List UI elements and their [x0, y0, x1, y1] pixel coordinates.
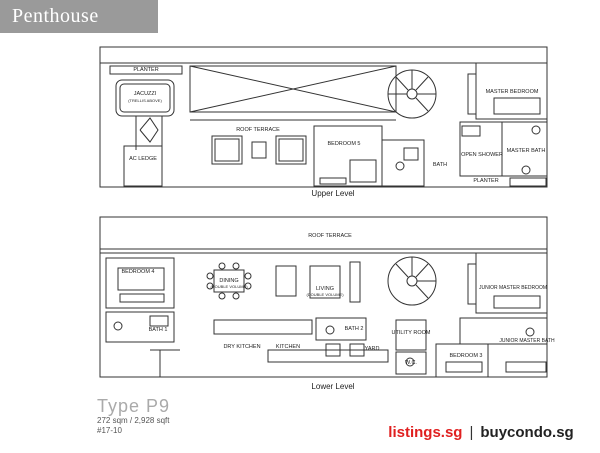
- label-wc: W.C.: [405, 360, 417, 366]
- label-junior-master-bath: JUNIOR MASTER BATH: [499, 338, 555, 344]
- caption-upper-level: Upper Level: [311, 189, 354, 198]
- label-bedroom-3: BEDROOM 3: [449, 353, 482, 359]
- label-ac-ledge: AC LEDGE: [129, 156, 157, 162]
- bedroom-5: [313, 125, 383, 187]
- label-dining-sub: (DOUBLE VOLUME): [210, 284, 248, 289]
- label-trellis: (TRELLIS ABOVE): [128, 98, 162, 103]
- header-title: Penthouse: [12, 5, 99, 27]
- master-bath: [501, 121, 548, 177]
- label-yard: YARD: [365, 346, 380, 352]
- dining-table: [213, 269, 245, 293]
- jacuzzi: [115, 79, 175, 117]
- kitchen-counter: [213, 319, 313, 335]
- label-master-bath: MASTER BATH: [507, 148, 546, 154]
- bedroom-4: [105, 257, 175, 309]
- footer-site-buycondo: buycondo.sg: [480, 423, 574, 441]
- label-roof-terrace-upper: ROOF TERRACE: [236, 127, 280, 133]
- label-bath-upper: BATH: [433, 162, 447, 168]
- upper-outer-wall: [99, 46, 548, 188]
- label-kitchen: KITCHEN: [276, 344, 300, 350]
- utility-room: [395, 319, 427, 351]
- label-master-bedroom: MASTER BEDROOM: [486, 89, 539, 95]
- upper-level-plan: [99, 46, 548, 188]
- living-sofa: [309, 265, 341, 299]
- caption-lower-level: Lower Level: [311, 382, 354, 391]
- wc: [395, 351, 427, 375]
- label-dining: DINING: [219, 278, 238, 284]
- label-bath-2: BATH 2: [345, 326, 364, 332]
- unit-info: Type P9 272 sqm / 2,928 sqft #17-10: [97, 396, 170, 436]
- unit-type: Type P9: [97, 396, 171, 416]
- lower-level-plan: [99, 216, 548, 378]
- label-roof-terrace-lower: ROOF TERRACE: [308, 233, 352, 239]
- label-bath-1: BATH 1: [149, 327, 168, 333]
- unit-number: #17-10: [97, 426, 122, 435]
- label-planter-top: PLANTER: [133, 67, 158, 73]
- footer-watermark: listings.sg | buycondo.sg: [372, 420, 590, 444]
- junior-master-bath: [459, 317, 548, 345]
- label-dry-kitchen: DRY KITCHEN: [223, 344, 260, 350]
- label-junior-master-bedroom: JUNIOR MASTER BEDROOM: [479, 285, 547, 291]
- label-open-shower: OPEN SHOWER: [461, 152, 503, 158]
- label-living: LIVING: [316, 286, 334, 292]
- label-bedroom-5: BEDROOM 5: [327, 141, 360, 147]
- label-living-sub: (DOUBLE VOLUME): [306, 292, 344, 297]
- label-utility-room: UTILITY ROOM: [391, 330, 430, 336]
- label-jacuzzi: JACUZZI: [134, 91, 157, 97]
- bath-1: [105, 311, 175, 343]
- bath-2: [315, 317, 367, 341]
- junior-master-bedroom: [475, 252, 548, 314]
- footer-separator: |: [469, 423, 474, 441]
- label-planter-right: PLANTER: [473, 178, 498, 184]
- footer-site-listings: listings.sg: [388, 423, 463, 441]
- header-banner: Penthouse: [0, 0, 158, 33]
- label-bedroom-4: BEDROOM 4: [121, 269, 154, 275]
- unit-area: 272 sqm / 2,928 sqft: [97, 416, 170, 425]
